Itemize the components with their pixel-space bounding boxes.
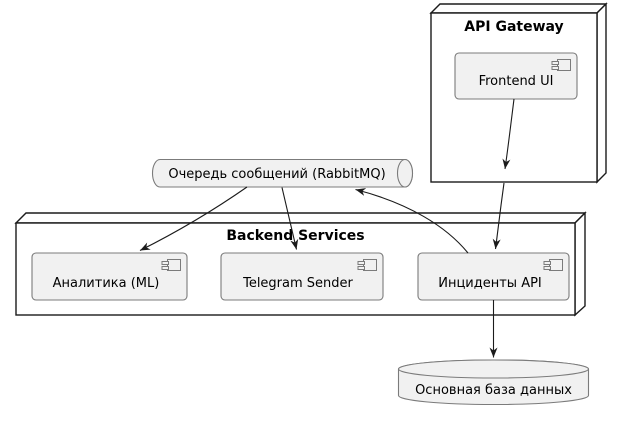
component-icon — [357, 259, 377, 271]
component-label-analytics-ml: Аналитика (ML) — [53, 276, 160, 291]
node-right-face — [596, 2, 607, 184]
component-frontend-ui-box — [454, 52, 578, 100]
component-icon — [551, 59, 571, 71]
node-title-backend-services: Backend Services — [226, 228, 364, 244]
node-top-face — [429, 3, 608, 14]
edge-queue-to-analytics-ml — [139, 186, 248, 251]
node-api-gateway: API Gateway Frontend UI — [429, 2, 608, 184]
edge-frontend-ui-to-incidents-api-segment-1 — [502, 98, 515, 170]
component-label-telegram-sender: Telegram Sender — [242, 276, 353, 291]
edge-frontend-ui-to-incidents-api-segment-2 — [492, 182, 505, 250]
queue-right-cap — [396, 158, 414, 188]
component-icon — [543, 259, 563, 271]
component-icon — [161, 259, 181, 271]
component-analytics-ml: Аналитика (ML) — [31, 252, 188, 301]
node-right-face — [574, 211, 586, 317]
node-title-api-gateway: API Gateway — [464, 19, 563, 35]
component-label-incidents-api: Инциденты API — [438, 276, 542, 291]
node-backend-services: Backend Services Аналитика (ML) Telegram… — [14, 211, 587, 317]
component-frontend-ui: Frontend UI — [454, 52, 578, 100]
edge-queue-to-telegram-sender — [281, 187, 299, 250]
component-label-frontend-ui: Frontend UI — [479, 74, 554, 89]
queue-rabbitmq: Очередь сообщений (RabbitMQ) — [151, 158, 414, 188]
component-telegram-sender: Telegram Sender — [220, 252, 384, 301]
edge-incidents-api-to-queue — [355, 188, 469, 254]
component-analytics-ml-box — [31, 252, 188, 301]
database-top-cap — [397, 359, 590, 379]
database-main: Основная база данных — [397, 359, 590, 406]
component-incidents-api: Инциденты API — [417, 252, 570, 301]
queue-label: Очередь сообщений (RabbitMQ) — [168, 167, 385, 182]
component-telegram-sender-box — [220, 252, 384, 301]
database-label: Основная база данных — [415, 383, 572, 398]
